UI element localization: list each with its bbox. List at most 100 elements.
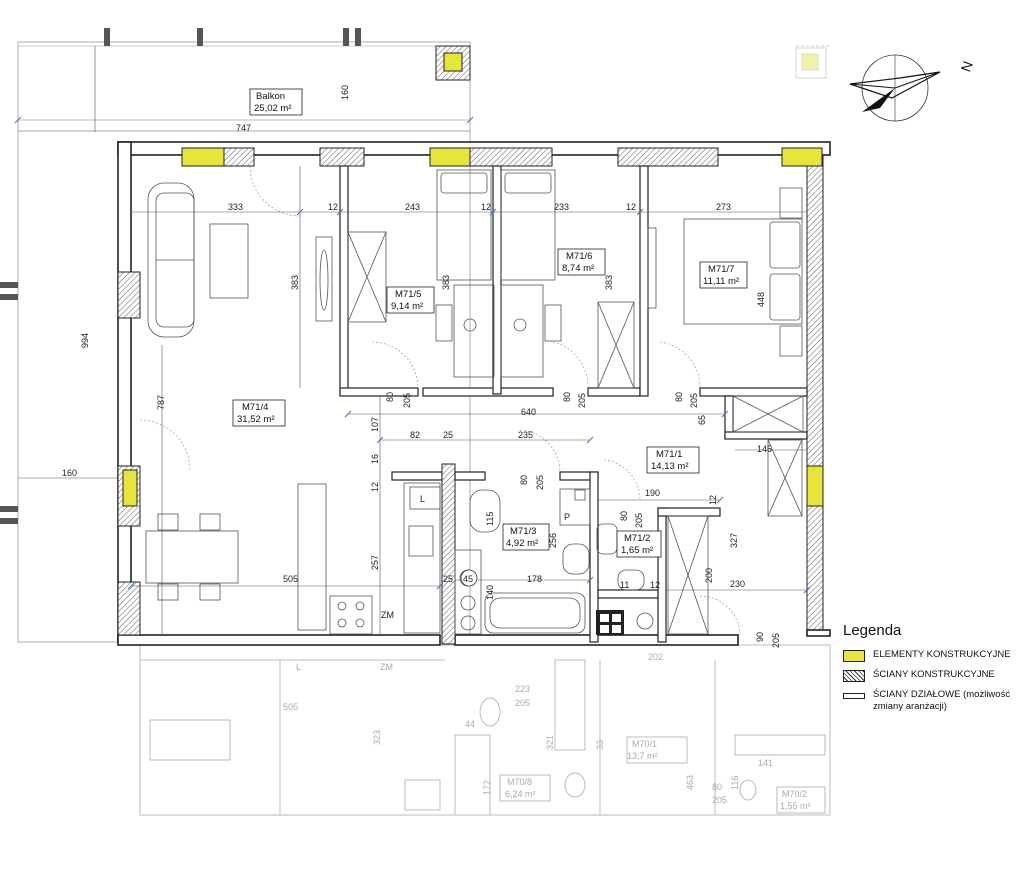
compass-north-label: N	[957, 59, 975, 74]
hatched-swatch-icon	[843, 670, 865, 682]
dim-25: 25	[443, 430, 453, 440]
ghost-dim: 223	[515, 684, 530, 694]
room-area-m71-6: 8,74 m²	[562, 263, 594, 274]
dim-12: 12	[708, 495, 718, 505]
room-name-m71-3: M71/3	[510, 526, 536, 537]
ghost-dim: 44	[465, 719, 475, 729]
dim-115: 115	[485, 512, 495, 526]
dim-80: 80	[519, 475, 529, 485]
ghost-kitchen-label-zm: ZM	[380, 662, 393, 672]
dim-107: 107	[370, 417, 380, 432]
ghost-dim: 205	[712, 795, 727, 805]
ghost-dim: 33	[595, 740, 605, 750]
dim-12: 12	[481, 202, 491, 212]
room-area-m71-7: 11,11 m²	[703, 276, 739, 287]
ghost-room-name: M70/8	[507, 777, 532, 787]
ghost-dim: 505	[283, 702, 298, 712]
dim-200: 200	[704, 568, 714, 583]
dim-327: 327	[729, 533, 739, 548]
dimension-labels: 333 12 243 12 233 12 273 383 383 383 448…	[156, 202, 781, 648]
dim-787: 787	[156, 395, 166, 410]
room-name-m71-7: M71/7	[708, 264, 734, 275]
dim-747: 747	[236, 123, 251, 133]
ghost-room-name: M70/1	[632, 739, 657, 749]
ghost-dim: 172	[482, 780, 492, 795]
dim-25: 25	[443, 574, 453, 584]
ghost-floor-below: L ZM 202 223 205 505 44 323 321 33 172 4…	[139, 644, 831, 816]
legend-item-structural-walls: ŚCIANY KONSTRUKCYJNE	[843, 669, 1023, 682]
dim-243: 243	[405, 202, 420, 212]
dim-145: 145	[757, 444, 772, 454]
legend-title: Legenda	[843, 622, 902, 639]
legend: Legenda ELEMENTY KONSTRUKCYJNE ŚCIANY KO…	[843, 622, 1023, 720]
dim-257: 257	[370, 555, 380, 570]
dim-383: 383	[290, 275, 300, 290]
kitchen-label-zm: ZM	[381, 610, 394, 620]
dim-80: 80	[562, 392, 572, 402]
dim-45: 45	[463, 574, 473, 584]
dimension-lines	[127, 166, 811, 635]
room-name-m71-4: M71/4	[242, 402, 268, 413]
furniture	[145, 169, 804, 635]
legend-item-label: ŚCIANY DZIAŁOWE (możliwość zmiany aranża…	[873, 689, 1011, 712]
ghost-kitchen-label-l: L	[296, 662, 301, 672]
dim-235: 235	[518, 430, 533, 440]
legend-item-structural-elements: ELEMENTY KONSTRUKCYJNE	[843, 649, 1023, 662]
dim-230: 230	[730, 579, 745, 589]
dim-12: 12	[370, 482, 380, 492]
dim-82: 82	[410, 430, 420, 440]
dim-16: 16	[370, 454, 380, 464]
dim-11: 11	[620, 580, 629, 590]
ghost-room-area: 6,24 m²	[505, 789, 536, 799]
kitchen-label-l: L	[420, 494, 425, 504]
dim-205: 205	[535, 475, 545, 490]
dim-640: 640	[521, 407, 536, 417]
partition-swatch-icon	[843, 693, 865, 699]
dim-160-balkon: 160	[340, 85, 350, 100]
compass-rose: N	[849, 54, 976, 122]
dim-12: 12	[328, 202, 338, 212]
ghost-room-area: 13,7 m²	[627, 751, 658, 761]
dim-90: 90	[755, 632, 765, 642]
dim-12: 12	[626, 202, 636, 212]
room-area-m71-1: 14,13 m²	[651, 461, 689, 472]
legend-item-label: ELEMENTY KONSTRUKCYJNE	[873, 649, 1011, 660]
room-area-m71-2: 1,65 m²	[621, 545, 653, 556]
ghost-room-name: M70/2	[782, 789, 807, 799]
balcony: Balkon 25,02 m² 747 160 994 160	[0, 28, 830, 643]
exterior-walls	[117, 141, 831, 646]
legend-item-partition-walls: ŚCIANY DZIAŁOWE (możliwość zmiany aranża…	[843, 689, 1023, 713]
room-area-m71-5: 9,14 m²	[391, 301, 423, 312]
ghost-dim: 141	[758, 758, 773, 768]
ghost-dim: 463	[685, 775, 695, 790]
dim-190: 190	[645, 488, 660, 498]
dim-383: 383	[604, 275, 614, 290]
dim-80: 80	[674, 392, 684, 402]
room-name-m71-6: M71/6	[566, 251, 592, 262]
dim-205: 205	[634, 513, 644, 528]
bathroom-label-p: P	[564, 512, 570, 522]
yellow-swatch-icon	[843, 650, 865, 662]
dim-205: 205	[402, 393, 412, 408]
dim-205: 205	[577, 393, 587, 408]
door-swings	[139, 165, 741, 637]
dim-140: 140	[485, 585, 495, 600]
room-name-m71-2: M71/2	[624, 533, 650, 544]
dim-205: 205	[689, 393, 699, 408]
dim-273: 273	[716, 202, 731, 212]
dim-178: 178	[527, 574, 542, 584]
dim-505: 505	[283, 574, 298, 584]
dim-448: 448	[756, 292, 766, 307]
ghost-dim: 323	[372, 730, 382, 745]
ghost-dim: 321	[545, 735, 555, 750]
room-area-m71-4: 31,52 m²	[237, 414, 275, 425]
dim-205: 205	[771, 633, 781, 648]
dim-333: 333	[228, 202, 243, 212]
room-area-m71-3: 4,92 m²	[506, 538, 538, 549]
room-name-m71-5: M71/5	[395, 289, 421, 300]
dim-994: 994	[80, 333, 90, 348]
ghost-room-area: 1,55 m²	[780, 801, 811, 811]
room-name-balkon: Balkon	[256, 91, 285, 102]
dim-233: 233	[554, 202, 569, 212]
